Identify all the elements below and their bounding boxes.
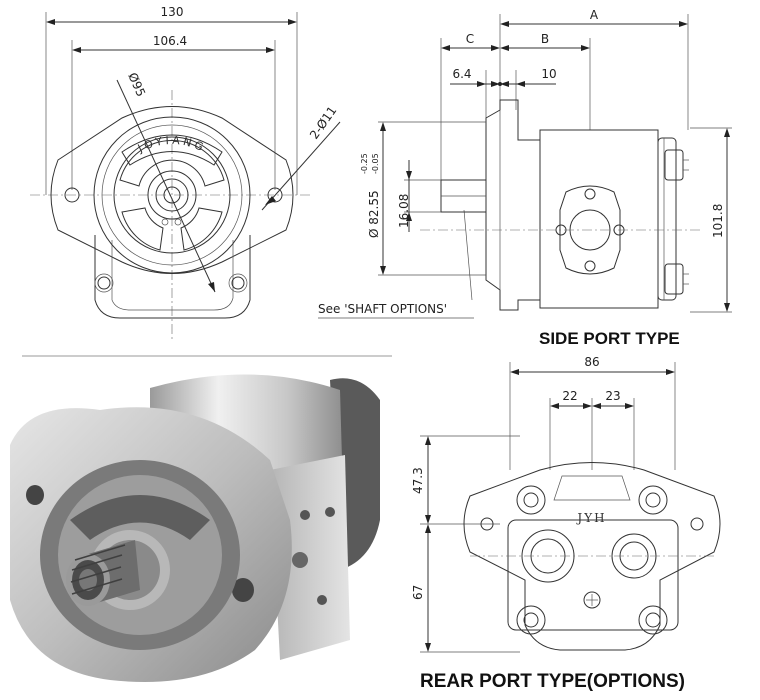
dim-86: 86 (584, 355, 599, 369)
dim-2-dia-11: 2-Ø11 (307, 104, 340, 142)
dim-a: A (590, 8, 599, 22)
dim-dia-95: Ø95 (125, 71, 148, 99)
rear-view: 86 22 23 47.3 67 JYH (411, 355, 721, 692)
front-brand-text: JOYIANG (135, 134, 208, 156)
dim-130: 130 (161, 5, 184, 19)
shaft-options-label: See 'SHAFT OPTIONS' (318, 302, 447, 316)
dim-47-3: 47.3 (411, 467, 425, 494)
dim-tol-lower: -0.05 (371, 153, 380, 174)
dim-6-4: 6.4 (452, 67, 471, 81)
front-view: 130 106.4 (30, 5, 341, 340)
front-flange-outline (50, 106, 294, 274)
front-housing-lower (94, 235, 251, 319)
pump-photo (10, 374, 380, 682)
rear-flange-outline (463, 462, 721, 651)
rear-bolts (516, 485, 668, 635)
rear-port-type-label: REAR PORT TYPE(OPTIONS) (420, 671, 685, 692)
shaft-options-note: See 'SHAFT OPTIONS' (318, 209, 474, 319)
dim-10: 10 (541, 67, 556, 81)
dim-23: 23 (605, 389, 620, 403)
front-mount-hole-left (64, 187, 80, 203)
dim-tol-upper: -0.25 (360, 153, 369, 174)
dim-16-08: 16.08 (397, 194, 411, 228)
rear-brand-text: JYH (575, 511, 606, 525)
side-flange (485, 99, 541, 311)
dim-c: C (466, 32, 474, 46)
front-mount-hole-right (267, 187, 283, 203)
side-port-type-label: SIDE PORT TYPE (539, 329, 680, 348)
dim-67: 67 (411, 585, 425, 600)
side-body (539, 129, 659, 309)
front-pilot-outer (93, 116, 251, 274)
side-view: A C B 6.4 10 (360, 8, 732, 348)
dim-dia-82-55: Ø 82.55 (367, 190, 381, 238)
dim-22: 22 (562, 389, 577, 403)
dim-106-4: 106.4 (153, 34, 187, 48)
dim-b: B (541, 32, 549, 46)
dim-101-8: 101.8 (711, 204, 725, 238)
